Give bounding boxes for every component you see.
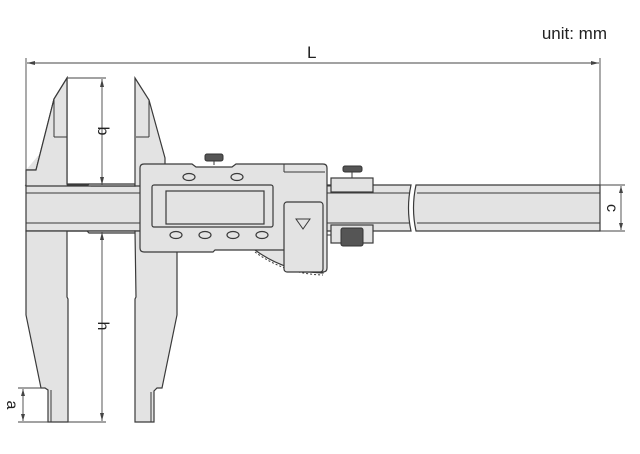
button-oval[interactable]: [255, 230, 269, 240]
lock-screw-icon: [204, 153, 224, 162]
button-oval[interactable]: [230, 172, 244, 182]
label-a: a: [3, 401, 20, 410]
label-b: b: [94, 127, 111, 136]
dimension-b: b: [67, 77, 111, 185]
dimension-L: L: [25, 43, 601, 185]
button-oval[interactable]: [198, 230, 212, 240]
movable-jaw: [134, 75, 178, 423]
button-oval[interactable]: [226, 230, 240, 240]
dimension-a: a: [3, 387, 48, 423]
label-L: L: [307, 43, 316, 62]
adjust-wheel-icon: [340, 227, 364, 247]
dimension-h: h: [68, 232, 111, 423]
dimension-c: c: [600, 184, 625, 232]
unit-label: unit: mm: [542, 24, 607, 43]
hold-button[interactable]: [283, 201, 324, 273]
fixed-jaw: [24, 75, 139, 423]
clamp-screw-icon: [342, 165, 363, 173]
display-unit: [139, 153, 328, 276]
label-c: c: [603, 204, 620, 212]
button-oval[interactable]: [169, 230, 183, 240]
label-h: h: [94, 322, 111, 331]
fine-adjustment: [327, 165, 374, 247]
button-oval[interactable]: [182, 172, 196, 182]
triangle-down-icon: [295, 218, 311, 230]
lcd-screen: [165, 190, 265, 225]
